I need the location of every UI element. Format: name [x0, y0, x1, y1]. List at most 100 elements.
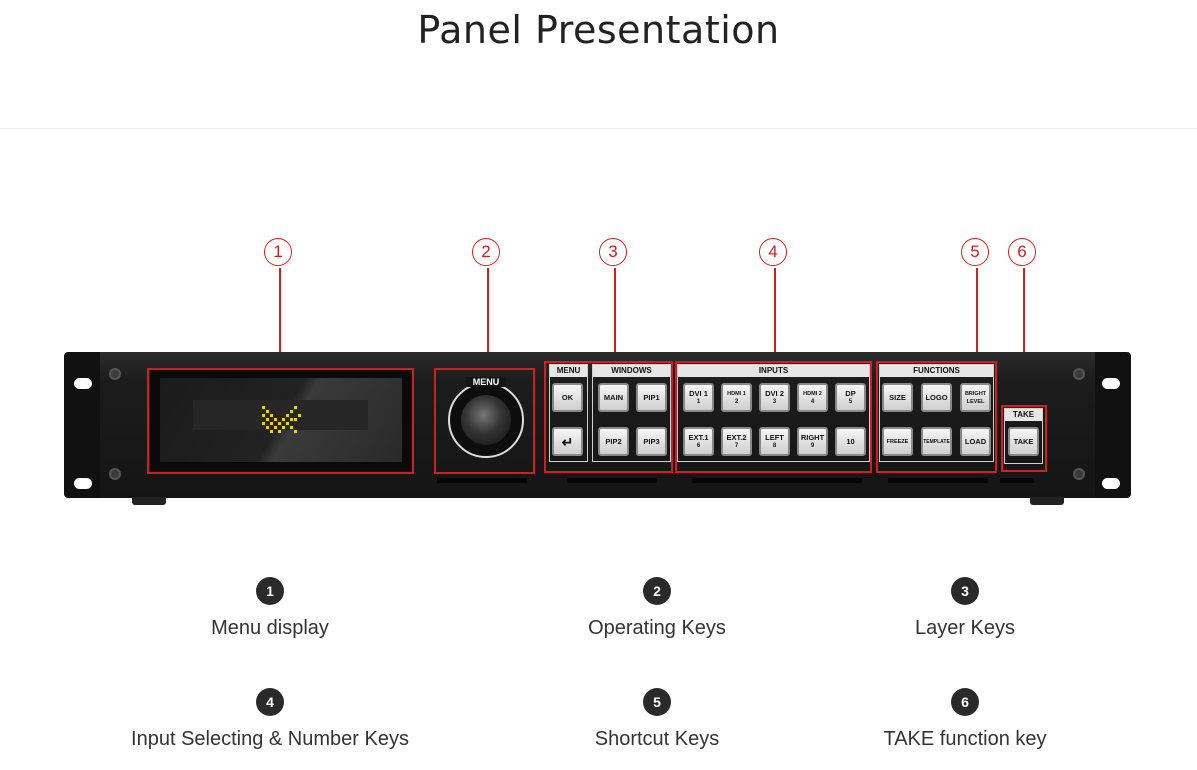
- page-title: Panel Presentation: [417, 8, 780, 52]
- ext1-key-number: 6: [696, 442, 701, 449]
- ten-key[interactable]: 10: [835, 427, 866, 456]
- legend-badge-5: 5: [643, 688, 671, 716]
- left-key-label: LEFT: [765, 432, 784, 442]
- windows-group-label: WINDOWS: [593, 365, 670, 377]
- legend-text-2: Operating Keys: [588, 617, 726, 639]
- bright-key-label: BRIGHT: [964, 390, 987, 397]
- legend-text-4: Input Selecting & Number Keys: [131, 728, 409, 750]
- legend-text-5: Shortcut Keys: [594, 728, 720, 750]
- pip3-key[interactable]: PIP3: [636, 427, 667, 456]
- vent: [437, 478, 527, 483]
- inputs-group-frame: [677, 364, 870, 462]
- highlight-shortcut-keys: [876, 361, 997, 473]
- left-key-number: 8: [772, 442, 777, 449]
- inputs-group-label: INPUTS: [678, 365, 869, 377]
- dvi1-key-number: 1: [696, 398, 701, 405]
- main-key-label: MAIN: [603, 392, 624, 402]
- ext1-key-label: EXT.1: [688, 432, 709, 442]
- functions-group-label: FUNCTIONS: [880, 365, 993, 377]
- functions-group-frame: [879, 364, 994, 462]
- menu-knob[interactable]: [461, 395, 511, 445]
- callout-line-6: [1023, 268, 1025, 406]
- back-arrow-icon: ↵: [561, 433, 574, 450]
- highlight-take-key: [1001, 405, 1047, 472]
- take-group-label: TAKE: [1005, 409, 1042, 421]
- pip3-key-label: PIP3: [643, 436, 660, 446]
- dvi2-key-number: 3: [772, 398, 777, 405]
- pip1-key-label: PIP1: [643, 392, 660, 402]
- size-key[interactable]: SIZE: [882, 383, 913, 412]
- take-key-label: TAKE: [1013, 436, 1034, 446]
- ear-slot: [1102, 478, 1120, 489]
- pip1-key[interactable]: PIP1: [636, 383, 667, 412]
- vent: [567, 478, 657, 483]
- menu-knob-label: MENU: [466, 377, 506, 387]
- legend-badge-6: 6: [951, 688, 979, 716]
- legend-badge-4: 4: [256, 688, 284, 716]
- dvi2-key-label: DVI 2: [765, 388, 784, 398]
- pip2-key[interactable]: PIP2: [598, 427, 629, 456]
- callout-line-3: [614, 268, 616, 362]
- dp-key-label: DP: [845, 388, 856, 398]
- ext2-key-label: EXT.2: [726, 432, 747, 442]
- menu-group-label: MENU: [550, 365, 587, 377]
- callout-line-5: [976, 268, 978, 362]
- vent: [692, 478, 862, 483]
- freeze-key[interactable]: FREEZE: [882, 427, 913, 456]
- legend-badge-2: 2: [643, 577, 671, 605]
- callout-1: 1: [264, 238, 292, 266]
- hdmi2-key-label: HDMI 2: [803, 390, 822, 397]
- right-key-label: RIGHT: [800, 432, 825, 442]
- ok-key-label: OK: [561, 392, 574, 402]
- logo-key-label: LOGO: [925, 392, 948, 402]
- ear-slot: [74, 378, 92, 389]
- legend-text-1: Menu display: [211, 617, 329, 639]
- dvi1-key-label: DVI 1: [689, 388, 708, 398]
- hdmi2-key-number: 4: [810, 398, 815, 405]
- ear-slot: [1102, 378, 1120, 389]
- legend-text-3: Layer Keys: [914, 617, 1016, 639]
- callout-line-2: [487, 268, 489, 370]
- template-key[interactable]: TEMPLATE: [921, 427, 952, 456]
- screw: [109, 368, 121, 380]
- screw: [1073, 368, 1085, 380]
- legend-badge-3: 3: [951, 577, 979, 605]
- callout-6: 6: [1008, 238, 1036, 266]
- back-key[interactable]: ↵: [552, 427, 583, 456]
- dp-key-number: 5: [848, 398, 853, 405]
- logo-key[interactable]: LOGO: [921, 383, 952, 412]
- take-group-frame: [1004, 408, 1043, 464]
- template-key-label: TEMPLATE: [923, 438, 950, 445]
- device-foot: [132, 497, 166, 505]
- right-key-number: 9: [810, 442, 815, 449]
- load-key[interactable]: LOAD: [960, 427, 991, 456]
- highlight-menu-display: [147, 368, 414, 474]
- callout-5: 5: [961, 238, 989, 266]
- divider: [0, 128, 1197, 129]
- screw: [1073, 468, 1085, 480]
- callout-line-1: [279, 268, 281, 370]
- main-key[interactable]: MAIN: [598, 383, 629, 412]
- legend-text-6: TAKE function key: [883, 728, 1047, 750]
- ten-key-label: 10: [846, 436, 855, 446]
- highlight-layer-keys: [544, 361, 673, 473]
- highlight-operating-keys: [434, 368, 535, 474]
- callout-line-4: [774, 268, 776, 362]
- lcd-pixel-glyph: [262, 406, 301, 433]
- vent: [888, 478, 988, 483]
- freeze-key-label: FREEZE: [886, 438, 909, 445]
- ok-key[interactable]: OK: [552, 383, 583, 412]
- take-key[interactable]: TAKE: [1008, 427, 1039, 456]
- legend-badge-1: 1: [256, 577, 284, 605]
- menu-group-frame: [549, 364, 588, 462]
